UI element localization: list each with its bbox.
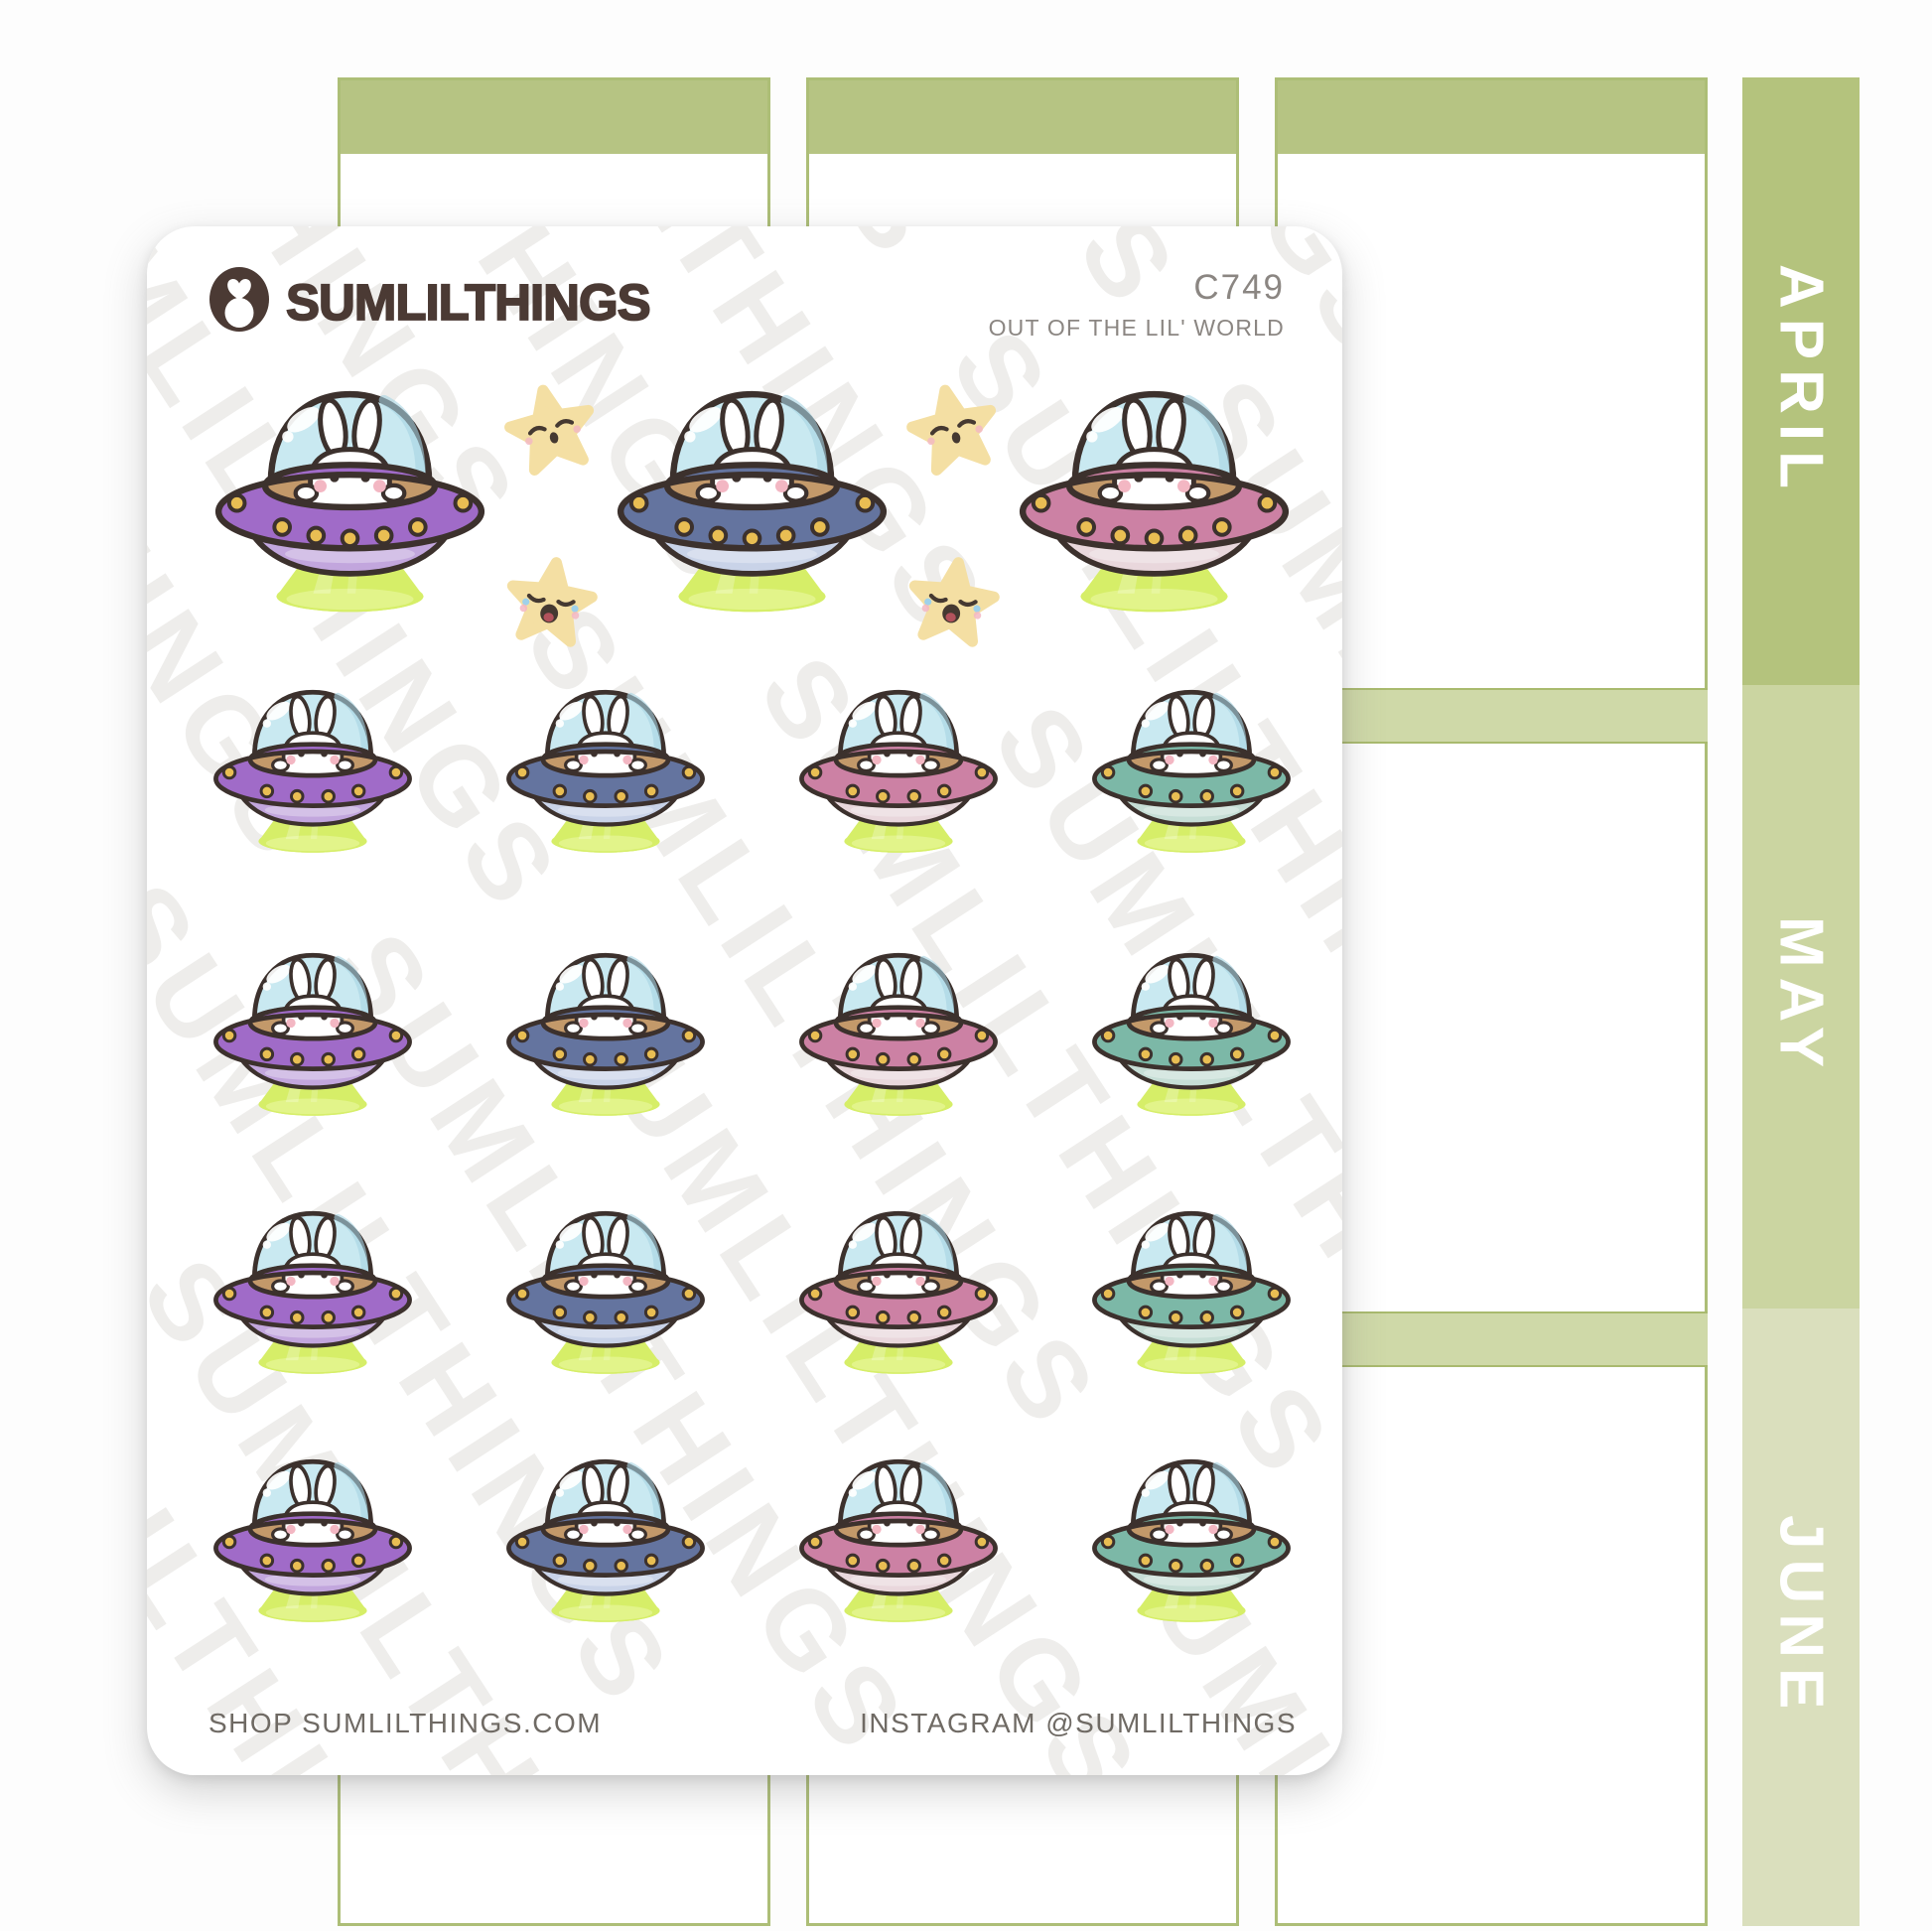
sticker-sheet: SUMLILTHINGS SUMLILTHINGS SUMLILTHINGS S…: [147, 226, 1342, 1775]
ufo-graphic: [213, 1210, 412, 1374]
sticker-row: [208, 687, 1296, 857]
saucer: [799, 1511, 998, 1578]
sticker-row: [208, 950, 1296, 1120]
sticker-ufo-purple: [208, 1456, 417, 1626]
sheet-footer: SHOP SUMLILTHINGS.COM INSTAGRAM @SUMLILT…: [208, 1708, 1297, 1739]
sticker-ufo-pink: [794, 1208, 1003, 1378]
sticker-ufo-pink: [794, 687, 1003, 857]
ufo-graphic: [799, 1210, 998, 1374]
sticker-ufo-navy: [501, 950, 710, 1120]
sticker-ufo-navy: [501, 687, 710, 857]
month-tab-april: APRIL: [1742, 77, 1860, 685]
ufo-graphic: [214, 390, 485, 613]
sticker-rows: [147, 226, 1342, 1775]
sticker-ufo-navy: [501, 1456, 710, 1626]
saucer: [506, 1511, 705, 1578]
sticker-row: [208, 1456, 1296, 1626]
sticker-ufo-purple: [208, 950, 417, 1120]
planner-column-header: [1278, 80, 1705, 154]
sticker-ufo-teal: [1087, 950, 1296, 1120]
brand-logo-bunny-icon: [209, 267, 269, 332]
ufo-graphic: [506, 952, 705, 1116]
saucer: [1092, 742, 1291, 808]
saucer: [1092, 1005, 1291, 1071]
ufo-graphic: [617, 390, 888, 613]
sticker-ufo-teal: [1087, 1456, 1296, 1626]
saucer: [1092, 1263, 1291, 1329]
sticker-ufo-pink: [1013, 387, 1296, 618]
planner-column-3: [1275, 77, 1708, 1926]
footer-shop-url: SHOP SUMLILTHINGS.COM: [208, 1708, 603, 1738]
saucer: [213, 1511, 412, 1578]
sheet-title: OUT OF THE LIL' WORLD: [988, 315, 1285, 341]
planner-week-band: [1275, 1311, 1708, 1367]
sticker-row: [208, 1208, 1296, 1378]
saucer: [799, 1263, 998, 1329]
saucer: [506, 742, 705, 808]
ufo-graphic: [799, 1458, 998, 1622]
star-sleepy-sticker: [504, 384, 595, 476]
ufo-graphic: [213, 1458, 412, 1622]
sticker-ufo-navy: [611, 387, 894, 618]
sticker-ufo-navy: [501, 1208, 710, 1378]
sticker-row: [208, 384, 1296, 647]
sticker-ufo-purple: [208, 387, 491, 618]
sheet-code: C749: [1193, 268, 1285, 307]
month-tab-may: MAY: [1742, 685, 1860, 1309]
month-tab-strip: APRIL MAY JUNE: [1742, 77, 1860, 1926]
sticker-star-pair: [906, 381, 1000, 647]
month-tab-june: JUNE: [1742, 1309, 1860, 1926]
ufo-graphic: [1092, 1210, 1291, 1374]
saucer: [506, 1263, 705, 1329]
star-crying-sticker: [908, 557, 1000, 647]
sticker-ufo-purple: [208, 687, 417, 857]
ufo-graphic: [506, 689, 705, 853]
sticker-star-pair: [504, 381, 598, 647]
month-tab-label: APRIL: [1766, 264, 1836, 498]
sticker-ufo-purple: [208, 1208, 417, 1378]
saucer: [799, 742, 998, 808]
brand-wordmark: SUMLILTHINGS: [285, 274, 652, 331]
saucer: [506, 1005, 705, 1071]
footer-instagram-handle: INSTAGRAM @SUMLILTHINGS: [860, 1708, 1297, 1738]
month-tab-label: JUNE: [1766, 1515, 1836, 1720]
star-sleepy-sticker: [906, 384, 997, 476]
planner-column-header: [341, 80, 767, 154]
ufo-graphic: [506, 1210, 705, 1374]
saucer: [213, 1263, 412, 1329]
brand: SUMLILTHINGS: [208, 266, 652, 333]
saucer: [213, 742, 412, 808]
saucer: [1092, 1511, 1291, 1578]
sticker-ufo-pink: [794, 1456, 1003, 1626]
ufo-graphic: [799, 689, 998, 853]
ufo-graphic: [213, 689, 412, 853]
sticker-ufo-teal: [1087, 1208, 1296, 1378]
ufo-graphic: [1092, 689, 1291, 853]
planner-week-band: [1275, 688, 1708, 744]
ufo-graphic: [799, 952, 998, 1116]
ufo-graphic: [213, 952, 412, 1116]
sheet-meta: C749 OUT OF THE LIL' WORLD: [989, 266, 1285, 342]
sticker-ufo-pink: [794, 950, 1003, 1120]
month-tab-label: MAY: [1766, 915, 1836, 1078]
sheet-header: SUMLILTHINGS C749 OUT OF THE LIL' WORLD: [208, 266, 1285, 342]
ufo-graphic: [1092, 952, 1291, 1116]
saucer: [799, 1005, 998, 1071]
sticker-ufo-teal: [1087, 687, 1296, 857]
ufo-graphic: [506, 1458, 705, 1622]
planner-column-header: [809, 80, 1236, 154]
ufo-graphic: [1019, 390, 1290, 613]
star-crying-sticker: [506, 557, 598, 647]
saucer: [213, 1005, 412, 1071]
ufo-graphic: [1092, 1458, 1291, 1622]
